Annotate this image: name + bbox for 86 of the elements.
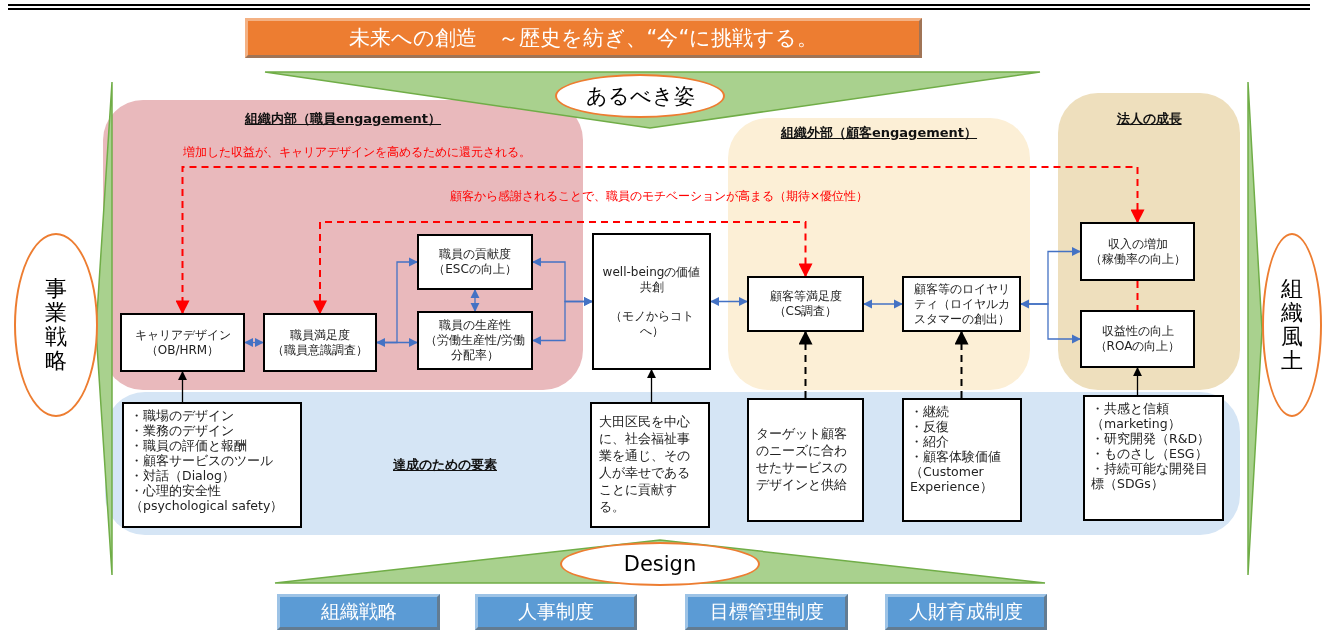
box-text: ・職場のデザイン [130, 408, 234, 423]
box-text: ・継続 [910, 404, 949, 419]
box-text: （モノからコトへ） [608, 308, 695, 339]
box-text: （ESCの向上） [433, 262, 517, 277]
box-text: （稼働率の向上） [1089, 251, 1186, 267]
box-text: well-beingの価値共創 [601, 264, 702, 295]
box-text: ・業務のデザイン [130, 423, 234, 438]
arrow [376, 257, 418, 348]
text-box [590, 402, 710, 528]
label-text: 目標管理制度 [709, 599, 824, 624]
box-text: 職員の生産性 [439, 318, 511, 333]
process-box [747, 276, 864, 332]
process-box [902, 276, 1021, 332]
region-panel [105, 392, 1240, 535]
system-box [475, 594, 637, 630]
edge-label: 増加した収益が、キャリアデザインを高めるために還元される。 [182, 144, 531, 161]
box-text: ・顧客サービスのツール [130, 453, 273, 468]
process-box [120, 313, 245, 372]
box-text: 収入の増加 [1107, 236, 1168, 252]
title-banner: 未来への創造 ～歴史を紡ぎ、“今“に挑戦する。 [245, 18, 922, 58]
process-box [417, 234, 533, 290]
list-box [902, 398, 1022, 522]
arrow [470, 289, 480, 312]
dashed-arrow [954, 330, 969, 399]
box-text: ・共感と信頼（marketing） [1091, 401, 1182, 431]
section-heading: 組織外部（顧客engagement） [779, 124, 979, 142]
dashed-arrow [175, 166, 1145, 315]
label-text: 事業戦略 [45, 276, 67, 374]
arrow [1020, 303, 1081, 344]
system-box [277, 594, 440, 630]
box-text: 顧客等のロイヤリティ（ロイヤルカスタマーの創出） [912, 281, 1011, 327]
box-text: ・対話（Dialog） [130, 468, 235, 483]
box-text: ・紹介 [910, 434, 949, 449]
label-text: 組織風土 [1281, 276, 1303, 374]
label-text: 人財育成制度 [909, 599, 1023, 624]
process-box [263, 313, 377, 372]
box-text: キャリアデザイン [134, 327, 231, 343]
dashed-arrow [798, 330, 813, 399]
system-box [885, 594, 1047, 630]
arrow [863, 299, 903, 309]
arrow [376, 337, 418, 348]
box-text: 顧客等満足度 [769, 289, 842, 304]
process-box [592, 233, 711, 370]
arrow [177, 371, 188, 403]
box-text: （ROAの向上） [1094, 339, 1181, 354]
arrow [532, 296, 593, 346]
box-text: ・反復 [910, 419, 949, 434]
arrow [1132, 367, 1143, 396]
region-panel [1058, 93, 1240, 390]
section-heading: 達成のための要素 [392, 456, 498, 474]
region-panel [103, 100, 583, 390]
box-text: ・顧客体験価値（Customer Experience） [910, 449, 1002, 494]
box-text: （職員意識調査） [272, 342, 368, 358]
section-heading: 組織内部（職員engagement） [243, 110, 443, 128]
box-text: ・心理的安全性（psychological safety） [130, 483, 285, 513]
section-heading: 法人の成長 [1115, 110, 1183, 128]
label-text: Design [623, 552, 697, 576]
edge-label: 顧客から感謝されることで、職員のモチベーションが高まる（期待×優位性） [450, 188, 869, 205]
box-text: ・持続可能な開発目標（SDGs） [1091, 461, 1209, 491]
box-text: 収益性の向上 [1101, 324, 1174, 339]
arrow [244, 337, 264, 348]
dashed-arrow [313, 221, 813, 315]
system-box [685, 594, 848, 630]
arrow [1020, 246, 1081, 309]
label-text: 組織戦略 [320, 599, 397, 624]
arrow [646, 369, 657, 403]
box-text: 大田区民を中心に、社会福祉事業を通じ、その人が幸せであることに貢献する。 [599, 414, 691, 516]
label-text: 人事制度 [518, 599, 594, 624]
region-panel [728, 118, 1030, 390]
box-text: 職員の貢献度 [439, 247, 511, 262]
box-text: ・研究開発（R&D） [1091, 431, 1211, 446]
box-text: （OB/HRM） [145, 342, 220, 358]
label-text: あるべき姿 [585, 83, 695, 110]
list-box [1083, 395, 1224, 521]
box-text: ・ものさし（ESG） [1091, 446, 1208, 461]
process-box [417, 311, 533, 370]
box-text: （労働生産性/労働分配率） [423, 333, 526, 363]
box-text: ターゲット顧客のニーズに合わせたサービスのデザインと供給 [756, 426, 848, 494]
box-text: （CS調査） [773, 304, 838, 319]
text-box [747, 398, 864, 522]
process-box [1080, 222, 1195, 281]
list-box [122, 402, 302, 528]
process-box [1080, 310, 1195, 368]
arrow [710, 296, 748, 307]
box-text: 職員満足度 [290, 327, 350, 343]
box-text: ・職員の評価と報酬 [130, 438, 247, 453]
